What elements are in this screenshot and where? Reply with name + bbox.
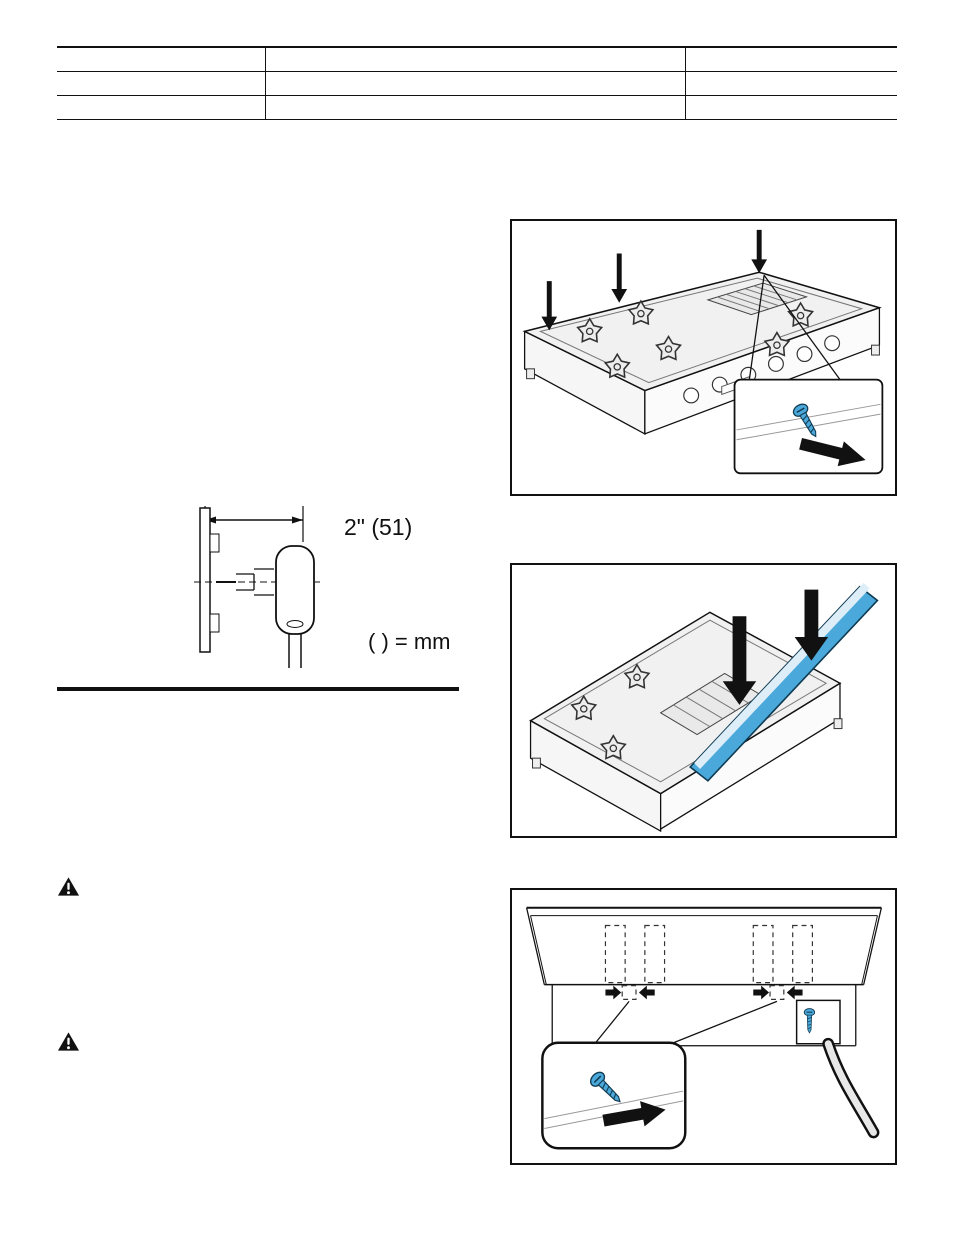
screw-callout (733, 378, 884, 475)
junction-box (795, 999, 841, 1045)
warning-icon (57, 1032, 80, 1051)
install-down-arrow-icons (722, 589, 829, 705)
table-top-rule (57, 46, 897, 48)
gas-valve-spigot (216, 568, 274, 596)
table-row-rule (57, 71, 897, 72)
figure1-illustration (522, 229, 884, 475)
figure-cooktop-screw-locations (510, 219, 897, 496)
screw-callout (541, 1041, 687, 1150)
hole-pointer-arrow-icons (605, 985, 803, 1000)
table-row-rule (57, 95, 897, 96)
unit-note: ( ) = mm (368, 629, 451, 654)
figure2-illustration (529, 582, 879, 833)
figure-backguard-installation (510, 563, 897, 838)
wall-plate (199, 507, 220, 653)
dimension-arrow (205, 516, 303, 524)
gas-pipe (288, 634, 302, 668)
section-divider (57, 687, 459, 691)
gas-connection-diagram (194, 506, 320, 668)
insert-arrow-icon (602, 1101, 666, 1127)
pull-arrow-icon (799, 437, 866, 467)
warning-icon (57, 877, 80, 896)
table-bottom-rule (57, 119, 897, 120)
down-arrow-icons (541, 229, 768, 331)
bracket-outlines (604, 924, 813, 1000)
gas-regulator (275, 545, 315, 635)
figure3-illustration (525, 906, 883, 1150)
griddle (706, 282, 809, 316)
gas-hose (822, 1037, 880, 1139)
figure-rear-mounting-holes (510, 888, 897, 1165)
dimension-label: 2" (51) (344, 514, 413, 540)
table-column-rule (265, 46, 266, 120)
table-column-rule (685, 46, 686, 120)
